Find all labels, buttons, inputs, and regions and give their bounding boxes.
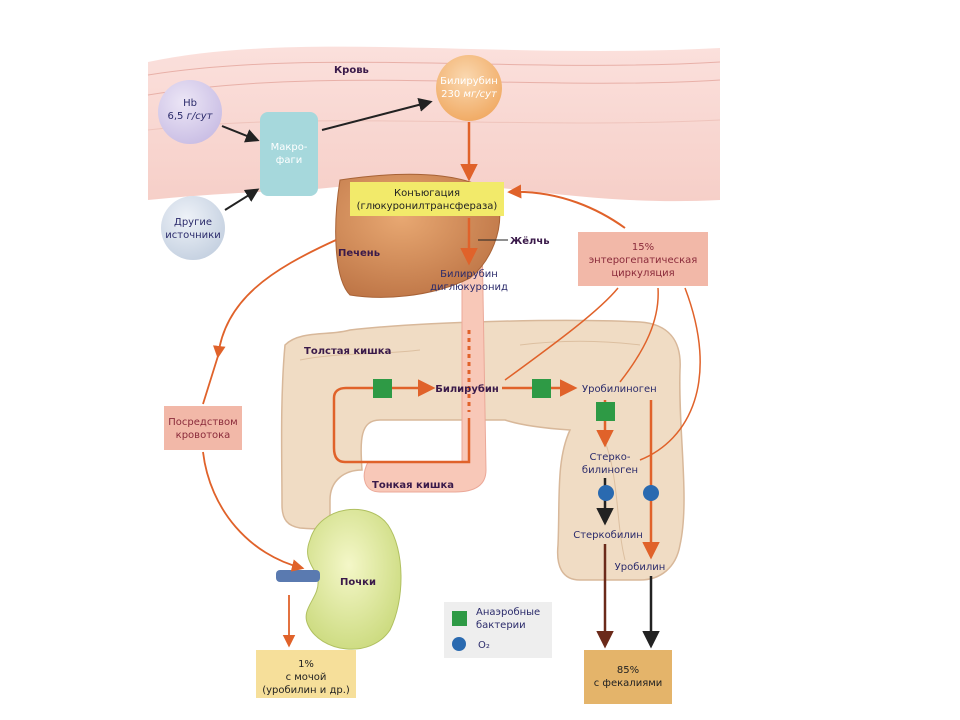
bloodflow-label: Посредством [168,417,237,428]
legend-oxygen-icon [452,637,466,651]
bilirubin-blood-label: Билирубин [440,76,498,87]
entero-box [578,232,708,286]
macrophage-label: Макро- [271,142,308,153]
liver-label: Печень [338,248,380,259]
legend-oxygen-label: O₂ [478,640,490,651]
feces-label: с фекалиями [594,678,663,689]
entero-label-2: циркуляция [611,268,674,279]
line-bloodflow-down [202,355,219,405]
oxygen-marker-2 [643,485,659,501]
other-sources-label: Другие [174,217,212,228]
entero-line-3 [639,287,701,461]
other-sources-circle [161,196,225,260]
bacteria-marker-2 [532,379,551,398]
entero-line-1 [504,287,619,381]
small-intestine-label: Тонкая кишка [372,480,454,491]
diglucuronide-label: Билирубин [440,269,498,280]
hb-label: Hb [183,98,197,109]
legend-bacteria-label: Анаэробные [476,607,540,618]
conjugation-enzyme-label: (глюкуронилтрансфераза) [357,201,498,212]
bile-label: Жёлчь [510,235,550,247]
urobilin-label: Уробилин [615,562,666,573]
urine-percent: 1% [298,659,314,670]
macrophage-label-2: фаги [276,155,302,166]
blood-label: Кровь [334,65,369,76]
entero-label: энтерогепатическая [589,255,698,266]
conjugation-label: Конъюгация [394,188,460,199]
feces-percent: 85% [617,665,639,676]
arrow-macrophage-to-bilirubin [321,98,433,131]
urine-box [256,650,356,698]
colon-label: Толстая кишка [304,346,391,357]
arrow-small-intestine-loop [332,379,471,464]
stercobilin-label: Стеркобилин [573,530,643,541]
legend-bacteria-icon [452,611,467,626]
bacteria-marker-3 [596,402,615,421]
urine-detail: (уробилин и др.) [262,685,350,696]
hb-amount: 6,5 г/сут [168,111,214,122]
bilirubin-blood-amount: 230 мг/сут [441,89,498,100]
bilirubin-blood-circle [436,55,502,121]
arrow-hb-to-macrophage [221,125,260,143]
bacteria-marker-1 [373,379,392,398]
arrow-liver-to-bloodflow [213,239,337,359]
arrow-bloodflow-to-kidney [202,451,305,572]
bloodflow-box [164,406,242,450]
arrow-entero-return [507,184,626,229]
macrophage-box [260,112,318,196]
entero-percent: 15% [632,242,654,253]
conjugation-box [350,182,504,216]
other-sources-label-2: источники [165,230,220,241]
sterco-label: Стерко- [589,452,630,463]
legend-bacteria-label-2: бактерии [476,620,526,631]
bilirubin-gut-label: Билирубин [435,383,499,395]
renal-vessels [276,570,320,582]
hb-circle [158,80,222,144]
kidneys-label: Почки [340,577,376,588]
urobilinogen-label: Уробилиноген [582,384,657,395]
oxygen-marker-1 [598,485,614,501]
sterco-label-2: билиноген [582,465,638,476]
bloodflow-label-2: кровотока [176,430,231,441]
arrow-other-to-macrophage [224,188,260,211]
urine-label: с мочой [286,672,327,683]
diglucuronide-label-2: диглюкуронид [430,282,508,293]
entero-line-2 [619,287,659,383]
feces-box [584,650,672,704]
